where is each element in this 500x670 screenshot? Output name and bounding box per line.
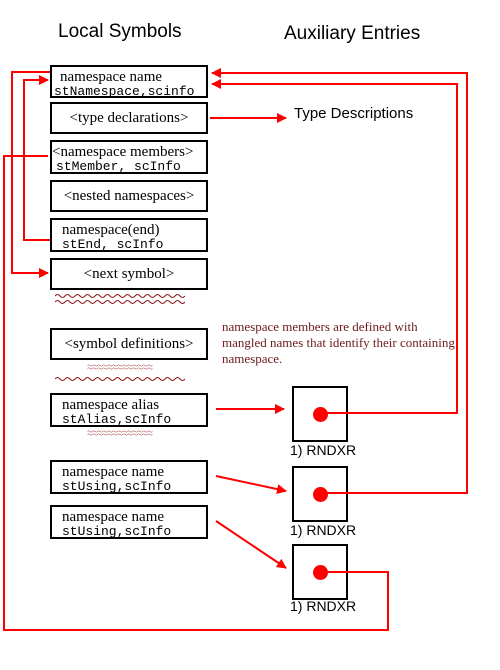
wavy-separator <box>87 364 153 370</box>
using-namespace-box-2: namespace name stUsing,scInfo <box>50 505 208 539</box>
box-line-1: namespace name <box>62 464 165 480</box>
auxiliary-entries-header: Auxiliary Entries <box>284 23 421 44</box>
aux2-to-namespace-arrow <box>211 68 468 494</box>
wavy-separator <box>87 430 153 436</box>
type-declarations-box: <type declarations> <box>50 102 208 134</box>
symbol-definitions-box: <symbol definitions> <box>50 328 208 360</box>
box-line-1: namespace alias <box>62 397 160 413</box>
box-line-1: namespace name <box>60 69 163 85</box>
type-descriptions-label: Type Descriptions <box>294 105 414 122</box>
nested-namespaces-box: <nested namespaces> <box>50 180 208 212</box>
end-to-start-arrow <box>23 75 50 241</box>
box-line-1: <namespace members> <box>52 144 194 160</box>
namespace-members-note: namespace members are defined with mangl… <box>222 319 455 366</box>
next-symbol-box: <next symbol> <box>50 258 208 290</box>
aux-entry-label: 1) RNDXR <box>290 442 357 458</box>
pointer-dot-icon <box>313 565 328 580</box>
namespace-name-box: namespace name stNamespace,scinfo <box>50 65 208 98</box>
aux1-to-namespace-arrow <box>211 79 458 414</box>
pointer-dot-icon <box>313 407 328 422</box>
wavy-separator <box>55 377 185 381</box>
box-line-2: stNamespace,scinfo <box>54 84 195 99</box>
aux-entry-label: 1) RNDXR <box>290 598 357 614</box>
box-line-2: stUsing,scInfo <box>62 479 172 494</box>
box-line-1: namespace name <box>62 509 165 525</box>
using-namespace-box-1: namespace name stUsing,scInfo <box>50 460 208 494</box>
box-label: <type declarations> <box>69 109 189 126</box>
pointer-dot-icon <box>313 487 328 502</box>
box-line-2: stMember, scInfo <box>56 159 181 174</box>
namespace-end-box: namespace(end) stEnd, scInfo <box>50 218 208 252</box>
box-label: <symbol definitions> <box>64 335 194 352</box>
namespace-members-box: <namespace members> stMember, scInfo <box>50 140 208 174</box>
start-to-next-symbol-arrow <box>11 71 50 278</box>
aux-entry-label: 1) RNDXR <box>290 522 357 538</box>
using1-to-aux-arrow <box>215 475 287 495</box>
using2-to-aux-arrow <box>215 520 287 569</box>
local-symbols-header: Local Symbols <box>58 21 182 42</box>
box-label: <next symbol> <box>83 265 175 282</box>
box-line-1: namespace(end) <box>62 222 160 238</box>
namespace-alias-box: namespace alias stAlias,scInfo <box>50 393 208 427</box>
wavy-separator <box>55 294 185 304</box>
box-line-2: stUsing,scInfo <box>62 524 172 539</box>
box-label: <nested namespaces> <box>63 187 195 204</box>
box-line-2: stEnd, scInfo <box>62 237 164 252</box>
box-line-2: stAlias,scInfo <box>62 412 172 427</box>
members-loop-arrow <box>3 155 389 631</box>
